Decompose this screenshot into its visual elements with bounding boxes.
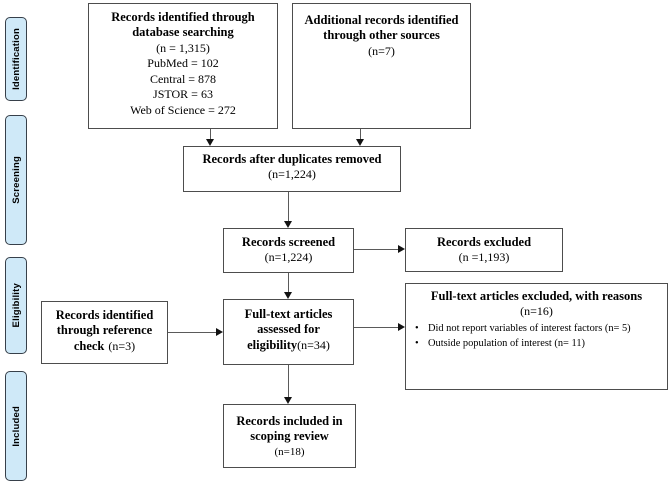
arrow-database-to-dedup-line xyxy=(210,129,212,140)
arrow-dedup-to-screened-head xyxy=(284,221,292,228)
box-records-excluded-title: Records excluded xyxy=(436,235,532,249)
box-fulltext-excluded-reasons: Full-text articles excluded, with reason… xyxy=(405,283,668,390)
box-duplicates-removed: Records after duplicates removed (n=1,22… xyxy=(183,146,401,192)
excluded-count: (n =1,193) xyxy=(458,250,510,265)
box-records-included-title: Records included in scoping review xyxy=(236,414,343,444)
exclusion-reason-item: Did not report variables of interest fac… xyxy=(406,321,667,336)
arrow-fulltext-to-reasons-head xyxy=(398,323,405,331)
box-fulltext-excluded-reasons-title: Full-text articles excluded, with reason… xyxy=(430,289,643,303)
stage-eligibility-label: Eligibility xyxy=(10,283,22,328)
arrow-dedup-to-screened-line xyxy=(288,192,290,222)
exclusion-reason-list: Did not report variables of interest fac… xyxy=(406,321,667,351)
box-fulltext-assessed-title: Full-text articles assessed for eligibil… xyxy=(224,307,353,353)
stage-screening: Screening xyxy=(5,115,27,245)
stage-included-label: Included xyxy=(10,405,22,447)
box-records-included: Records included in scoping review (n=18… xyxy=(223,404,356,468)
box-records-screened: Records screened (n=1,224) xyxy=(223,228,354,273)
database-count: (n = 1,315) xyxy=(156,40,210,55)
dedup-count: (n=1,224) xyxy=(268,167,316,182)
fulltext-count: (n=34) xyxy=(297,337,330,352)
arrow-screened-to-fulltext-line xyxy=(288,273,290,293)
stage-identification-label: Identification xyxy=(10,28,22,90)
arrow-additional-to-dedup-line xyxy=(360,129,362,140)
stage-identification: Identification xyxy=(5,17,27,101)
included-count: (n=18) xyxy=(274,445,305,458)
box-records-database-search-title: Records identified through database sear… xyxy=(111,10,255,40)
box-records-database-search: Records identified through database sear… xyxy=(88,3,278,129)
box-records-screened-title: Records screened xyxy=(241,235,336,249)
arrow-fulltext-to-included-head xyxy=(284,397,292,404)
reasons-count: (n=16) xyxy=(520,304,553,319)
arrow-fulltext-to-reasons-line xyxy=(354,327,399,329)
database-webofscience: Web of Science = 272 xyxy=(130,102,236,117)
box-reference-check: Records identified through reference che… xyxy=(41,301,168,364)
arrow-reference-to-fulltext-line xyxy=(168,332,217,334)
box-additional-records-title: Additional records identified through ot… xyxy=(304,13,459,43)
box-duplicates-removed-title: Records after duplicates removed xyxy=(202,152,382,166)
database-jstor: JSTOR = 63 xyxy=(153,87,213,102)
box-records-excluded: Records excluded (n =1,193) xyxy=(405,228,563,272)
stage-eligibility: Eligibility xyxy=(5,257,27,354)
stage-screening-label: Screening xyxy=(10,156,22,204)
arrow-screened-to-fulltext-head xyxy=(284,292,292,299)
fulltext-title-text: Full-text articles assessed for eligibil… xyxy=(244,307,333,352)
stage-included: Included xyxy=(5,371,27,481)
screened-count: (n=1,224) xyxy=(264,250,313,265)
arrow-additional-to-dedup-head xyxy=(356,139,364,146)
box-fulltext-assessed: Full-text articles assessed for eligibil… xyxy=(223,299,354,365)
arrow-fulltext-to-included-line xyxy=(288,365,290,398)
arrow-screened-to-excluded-line xyxy=(354,249,399,251)
reference-count: (n=3) xyxy=(108,338,136,353)
additional-count: (n=7) xyxy=(368,43,395,58)
box-additional-records: Additional records identified through ot… xyxy=(292,3,471,129)
reference-title-text: Records identified through reference che… xyxy=(55,308,154,353)
database-central: Central = 878 xyxy=(149,71,217,86)
arrow-screened-to-excluded-head xyxy=(398,245,405,253)
exclusion-reason-item: Outside population of interest (n= 11) xyxy=(406,336,667,351)
database-pubmed: PubMed = 102 xyxy=(147,56,219,71)
arrow-database-to-dedup-head xyxy=(206,139,214,146)
arrow-reference-to-fulltext-head xyxy=(216,328,223,336)
box-reference-check-title: Records identified through reference che… xyxy=(42,308,167,354)
